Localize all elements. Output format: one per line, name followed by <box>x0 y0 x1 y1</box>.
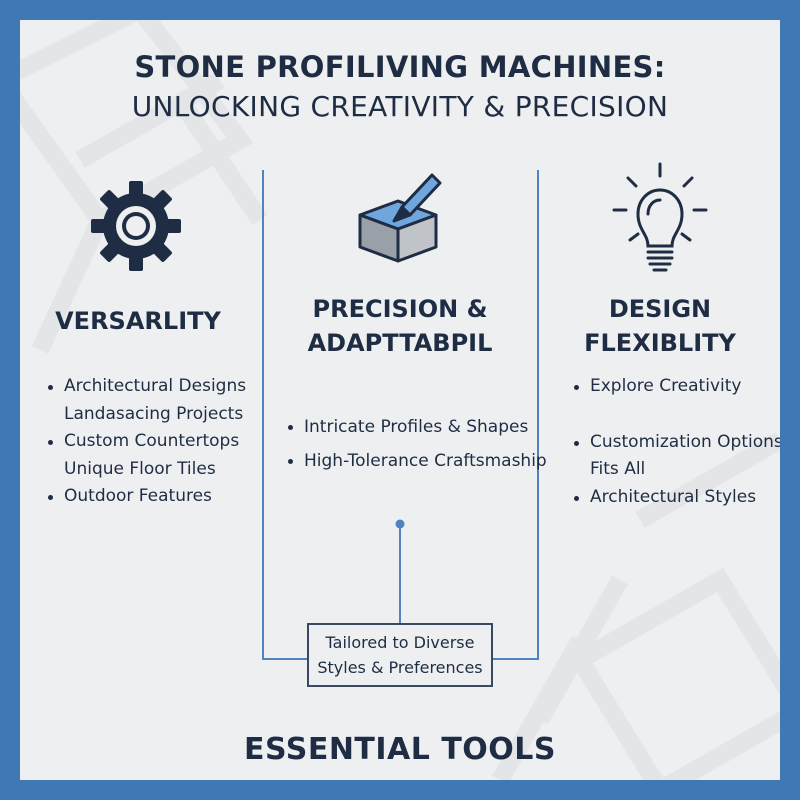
background-decoration <box>20 20 780 780</box>
tailored-note-box: Tailored to Diverse Styles & Preferences <box>307 623 493 687</box>
list-item: Customization Options <box>572 429 780 457</box>
list-item: High-Tolerance Craftsmaship <box>286 444 547 478</box>
page-title: STONE PROFILIVING MACHINES: <box>134 50 666 84</box>
list-item: Explore Creativity <box>572 373 780 401</box>
list-item: Fits All <box>590 459 646 479</box>
bullet-icon <box>48 440 53 445</box>
infographic-panel: STONE PROFILIVING MACHINES: UNLOCKING CR… <box>20 20 780 780</box>
precision-title-line2: ADAPTTABPIL <box>307 329 493 357</box>
list-item: Architectural Designs <box>46 373 246 401</box>
bullet-icon <box>574 385 579 390</box>
list-item: Outdoor Features <box>46 483 246 511</box>
note-line1: Tailored to Diverse <box>325 633 475 652</box>
versatility-list: Architectural Designs Landasacing Projec… <box>46 373 246 511</box>
right-connector <box>493 170 539 660</box>
connector-dot <box>395 519 405 529</box>
bullet-icon <box>574 440 579 446</box>
page-subtitle: UNLOCKING CREATIVITY & PRECISION <box>131 90 669 123</box>
list-item: Architectural Styles <box>572 484 780 512</box>
design-title-line1: DESIGN <box>608 295 712 323</box>
bullet-icon <box>574 495 579 501</box>
bullet-icon <box>48 385 53 390</box>
connector-lines <box>262 170 539 660</box>
gear-icon <box>91 181 181 271</box>
versatility-title: VERSARLITY <box>55 307 221 335</box>
list-item: Landasacing Projects <box>64 403 244 424</box>
left-connector <box>262 170 307 660</box>
note-line2: Styles & Preferences <box>317 658 483 677</box>
precision-title: PRECISION & ADAPTTABPIL <box>300 292 500 360</box>
precision-list: Intricate Profiles & Shapes High-Toleran… <box>286 410 547 478</box>
precision-title-line1: PRECISION & <box>312 295 488 323</box>
bullet-icon <box>48 495 53 500</box>
bullet-icon <box>288 425 293 430</box>
lightbulb-icon <box>612 162 708 272</box>
footer-label: ESSENTIAL TOOLS <box>243 732 557 767</box>
design-flexibility-title: DESIGN FLEXIBLITY <box>560 292 760 360</box>
bullet-icon <box>288 459 293 464</box>
list-item: Unique Floor Tiles <box>64 458 216 479</box>
stone-chisel-icon <box>358 173 442 263</box>
list-item: Custom Countertops <box>46 428 246 456</box>
design-title-line2: FLEXIBLITY <box>584 329 736 357</box>
list-item: Intricate Profiles & Shapes <box>286 410 547 444</box>
design-flexibility-list: Explore Creativity Customization Options… <box>572 373 780 511</box>
